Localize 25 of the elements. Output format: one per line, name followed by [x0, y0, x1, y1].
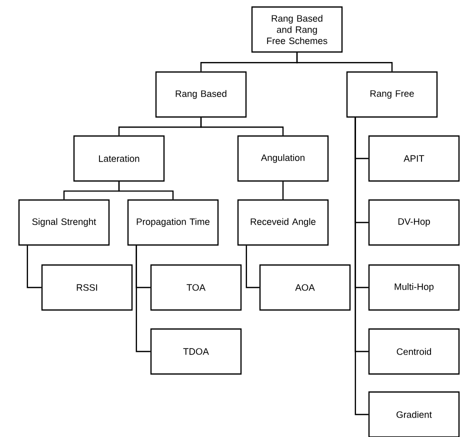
process-box: Receveid Angle [237, 199, 329, 246]
connector-line [200, 118, 284, 136]
process-box: Multi-Hop [368, 264, 460, 311]
process-box: Gradient [368, 391, 460, 437]
process-box: Lateration [73, 135, 165, 182]
connector-line [136, 246, 150, 352]
process-box: Rang Free [346, 71, 438, 118]
process-box: DV-Hop [368, 199, 460, 246]
connector-line [282, 182, 284, 200]
process-box: Signal Strenght [18, 199, 110, 246]
connector-line [26, 246, 42, 288]
process-box: TDOA [150, 328, 242, 375]
process-box: Centroid [368, 328, 460, 375]
process-box: AOA [259, 264, 351, 311]
connector-line [296, 52, 393, 72]
connector-line [246, 246, 260, 288]
process-box: RSSI [41, 264, 133, 311]
process-box: Propagation Time [127, 199, 219, 246]
connector-line [118, 182, 174, 200]
process-box: Rang Based and Rang Free Schemes [251, 6, 343, 53]
connector-line [354, 118, 368, 416]
process-box: TOA [150, 264, 242, 311]
process-box: APIT [368, 135, 460, 182]
process-box: Rang Based [155, 71, 247, 118]
process-box: Angulation [237, 135, 329, 182]
